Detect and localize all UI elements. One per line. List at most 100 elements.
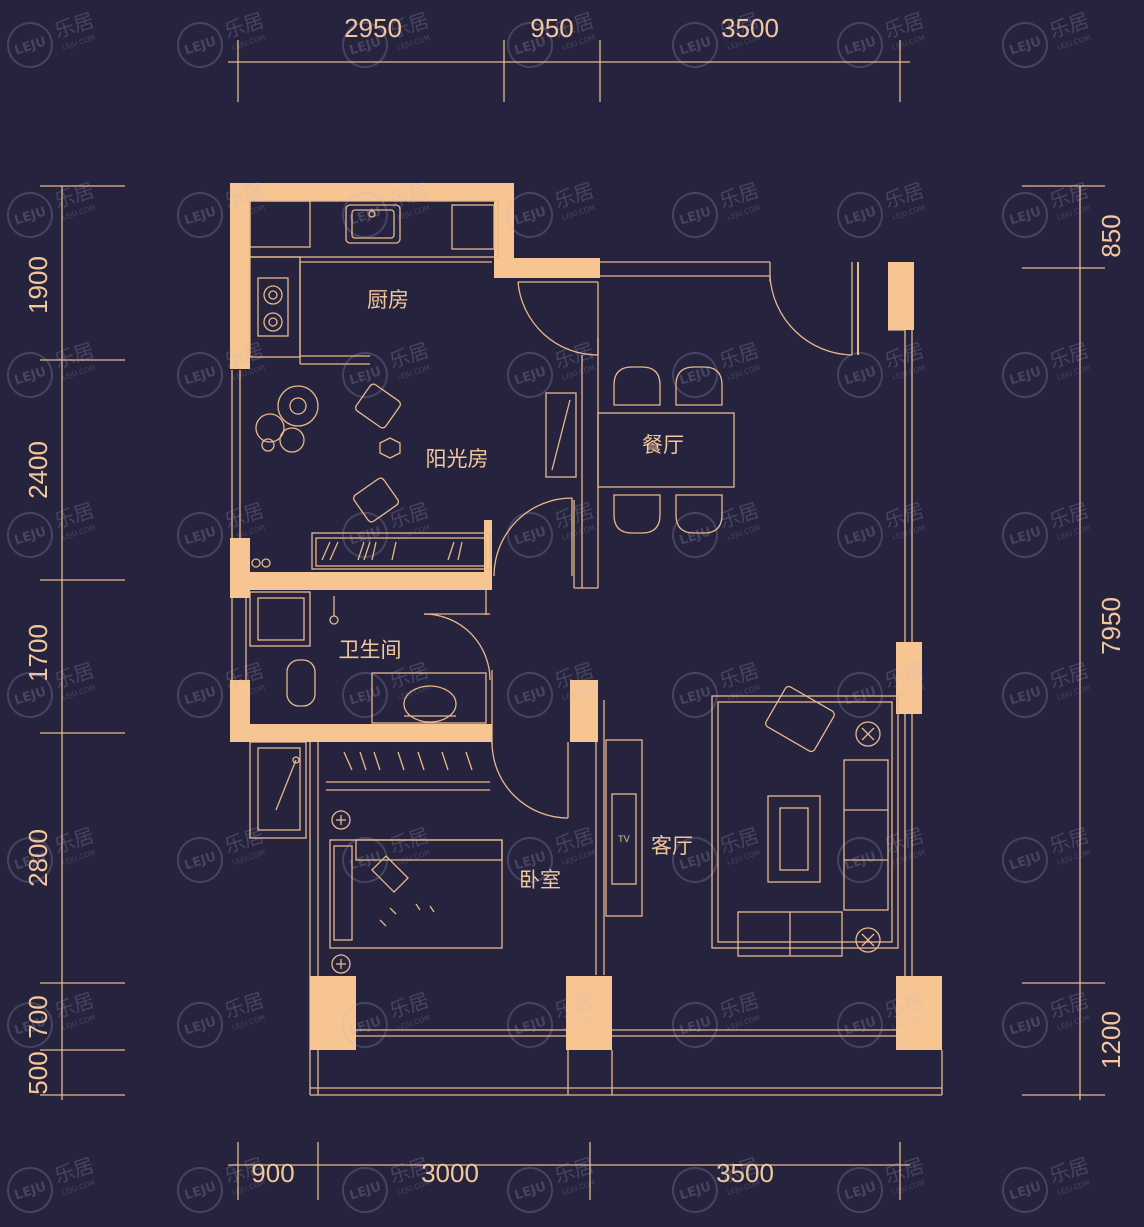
watermark-logo-text: LEJU — [1008, 684, 1044, 708]
watermark-logo-text: LEJU — [348, 1179, 384, 1203]
dim-bottom-3: 3500 — [716, 1158, 774, 1188]
watermark-logo-text: LEJU — [678, 34, 714, 58]
watermark-logo-text: LEJU — [13, 204, 49, 228]
watermark-logo-icon — [7, 1002, 53, 1048]
watermark-logo-text: LEJU — [843, 34, 879, 58]
watermark-logo-icon — [507, 192, 553, 238]
watermark-logo-text: LEJU — [183, 849, 219, 873]
watermark-logo-text: LEJU — [513, 204, 549, 228]
kitchen-fixtures — [249, 200, 499, 358]
dim-left-5: 700 — [23, 995, 53, 1038]
watermark-logo-text: LEJU — [348, 524, 384, 548]
watermark-logo-icon — [837, 672, 883, 718]
watermark-logo-icon — [507, 22, 553, 68]
bathroom-fixtures — [249, 591, 487, 771]
watermark-logo-icon — [342, 512, 388, 558]
watermark-logo-text: LEJU — [348, 204, 384, 228]
watermark-logo-text: LEJU — [1008, 34, 1044, 58]
watermark-logo-text: LEJU — [1008, 1014, 1044, 1038]
watermark-logo-text: LEJU — [1008, 204, 1044, 228]
watermark-logo-text: LEJU — [348, 684, 384, 708]
dim-right-1: 850 — [1096, 214, 1126, 257]
watermark-logo-icon — [672, 22, 718, 68]
watermark-logo-icon — [342, 22, 388, 68]
watermark-logo-text: LEJU — [678, 524, 714, 548]
watermark-logo-text: LEJU — [678, 204, 714, 228]
watermark-logo-icon — [177, 22, 223, 68]
watermark-logo-icon — [342, 837, 388, 883]
room-labels: 厨房 阳光房 餐厅 卫生间 客厅 卧室 — [339, 288, 694, 892]
watermark-logo-icon — [507, 672, 553, 718]
dim-right-3: 1200 — [1096, 1011, 1126, 1069]
room-living-label: 客厅 — [651, 834, 693, 858]
watermark-logo-icon — [7, 672, 53, 718]
watermark-logo-text: LEJU — [513, 1014, 549, 1038]
watermark-logo-text: LEJU — [513, 684, 549, 708]
watermark-logo-text: LEJU — [843, 364, 879, 388]
thick-walls — [230, 183, 942, 1050]
watermark-logo-icon — [1002, 192, 1048, 238]
watermark-logo-icon — [1002, 672, 1048, 718]
watermark-logo-text: LEJU — [183, 524, 219, 548]
dim-top-3: 3500 — [721, 13, 779, 43]
room-kitchen-label: 厨房 — [367, 288, 409, 312]
dim-left-6: 500 — [23, 1051, 53, 1094]
watermark-logo-icon — [342, 192, 388, 238]
watermark-logo-icon — [177, 512, 223, 558]
watermark-logo-text: LEJU — [348, 364, 384, 388]
watermark-logo-text: LEJU — [1008, 1179, 1044, 1203]
watermark-logo-text: LEJU — [1008, 849, 1044, 873]
watermark-logo-text: LEJU — [183, 34, 219, 58]
doors — [423, 262, 853, 819]
watermark-logo-text: LEJU — [843, 684, 879, 708]
dimension-labels: 2950 950 3500 900 3000 3500 1900 2400 17… — [23, 13, 1126, 1188]
watermark-logo-text: LEJU — [513, 1179, 549, 1203]
watermark-logo-icon — [837, 837, 883, 883]
watermark-logo-icon — [507, 352, 553, 398]
watermark-logo-icon — [507, 837, 553, 883]
watermark-logo-text: LEJU — [843, 1179, 879, 1203]
room-dining-label: 餐厅 — [642, 433, 684, 457]
watermark-logo-icon — [7, 512, 53, 558]
dim-right-2: 7950 — [1096, 597, 1126, 655]
watermark-logo-icon — [177, 837, 223, 883]
dim-top-1: 2950 — [344, 13, 402, 43]
watermark-logo-icon — [7, 1167, 53, 1213]
watermark-logo-text: LEJU — [513, 364, 549, 388]
watermark-logo-icon — [507, 1167, 553, 1213]
watermark-logo-text: LEJU — [678, 1014, 714, 1038]
living-furniture: TV — [605, 685, 899, 957]
room-bedroom-label: 卧室 — [519, 868, 561, 892]
watermark-logo-text: LEJU — [183, 1014, 219, 1038]
watermark-logo-text: LEJU — [513, 34, 549, 58]
watermark-logo-text: LEJU — [13, 684, 49, 708]
watermark-logo-icon — [1002, 512, 1048, 558]
watermark-logo-icon — [837, 192, 883, 238]
watermark-logo-icon — [672, 1002, 718, 1048]
watermark-logo-icon — [837, 22, 883, 68]
tv-label: TV — [617, 835, 630, 845]
